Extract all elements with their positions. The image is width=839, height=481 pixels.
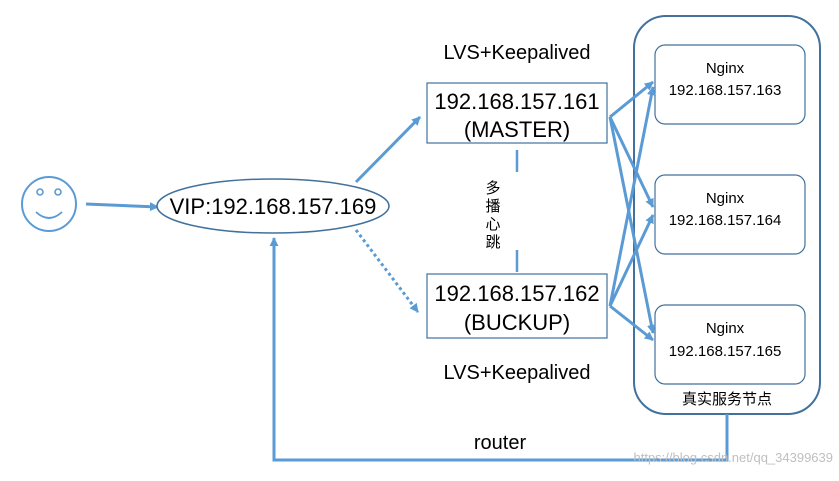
nginx-node-1-ip: 192.168.157.163 (669, 82, 782, 99)
vip-ellipse (156, 178, 390, 234)
heartbeat-char-1: 多 (485, 179, 500, 197)
master-to-nginx-3-arrow (608, 116, 656, 334)
master-to-nginx-1-arrow (609, 80, 654, 119)
nginx-node-1 (654, 44, 806, 125)
vip-to-master-arrow (354, 115, 422, 184)
backup-to-nginx-1-arrow (608, 86, 656, 307)
master-title: LVS+Keepalived (444, 42, 591, 64)
nginx-node-3-name: Nginx (706, 320, 745, 337)
client-smiley-icon (21, 176, 77, 232)
backup-ip: 192.168.157.162 (434, 281, 599, 306)
vip-label: VIP:192.168.157.169 (170, 194, 377, 219)
nginx-node-2-name: Nginx (706, 190, 745, 207)
backup-to-nginx-3-arrow (609, 304, 654, 342)
client-to-vip-arrow (85, 202, 159, 212)
master-role: (MASTER) (464, 117, 570, 142)
heartbeat-char-4: 跳 (485, 233, 500, 251)
router-label: router (474, 432, 527, 454)
master-to-nginx-2-arrow (608, 116, 655, 208)
master-ip: 192.168.157.161 (434, 89, 599, 114)
cluster-caption: 真实服务节点 (682, 390, 772, 408)
heartbeat-char-3: 心 (485, 215, 500, 233)
watermark: https://blog.csdn.net/qq_34399639 (634, 450, 834, 465)
router-return-arrow (269, 237, 729, 462)
nginx-node-3 (654, 304, 806, 385)
nginx-node-3-ip: 192.168.157.165 (669, 343, 782, 360)
nginx-node-2-ip: 192.168.157.164 (669, 212, 782, 229)
backup-box (426, 273, 608, 339)
nginx-node-2 (654, 174, 806, 255)
heartbeat-char-2: 播 (485, 197, 500, 215)
vip-to-backup-arrow (354, 229, 420, 313)
nginx-node-1-name: Nginx (706, 60, 745, 77)
master-box (426, 82, 608, 144)
backup-role: (BUCKUP) (464, 310, 570, 335)
backup-to-nginx-2-arrow (608, 214, 655, 307)
backup-title: LVS+Keepalived (444, 362, 591, 384)
